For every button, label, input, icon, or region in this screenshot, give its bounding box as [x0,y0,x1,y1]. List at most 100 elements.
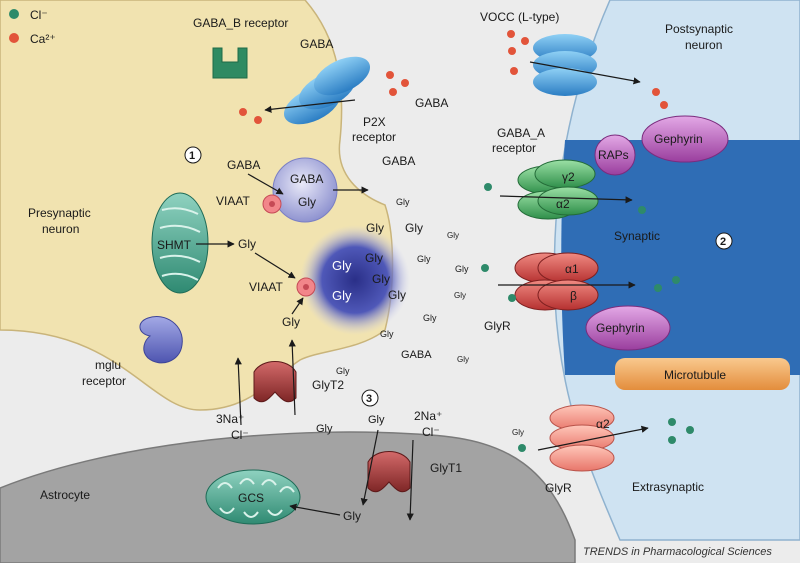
cleft-gly: Gly [447,231,459,240]
microtubule-label: Microtubule [664,368,726,382]
gaba-top-label: GABA [300,37,333,51]
vesicle-gly-label: Gly [332,258,352,273]
alpha1-label: α1 [565,262,579,276]
chloride-ion [668,436,676,444]
glyt2-label: GlyT2 [312,378,344,392]
p2x-receptor [283,56,371,125]
marker-3: 3 [361,389,379,407]
presynaptic-label: Presynaptic [28,206,91,220]
na2-label: 2Na⁺ [414,409,442,423]
gly-astro-label: Gly [343,509,361,523]
gly-glyt2-label: Gly [316,423,333,435]
calcium-ion [510,67,518,75]
glyt1-transporter [367,451,411,493]
chloride-ion [686,426,694,434]
cleft-gly: Gly [396,197,410,207]
calcium-ion [239,108,247,116]
chloride-ion [481,264,489,272]
vesicle-gly-label: Gly [298,195,316,209]
gly-to-vesicle-arrow [254,252,296,279]
cleft-gly: Gly [405,221,423,235]
mglu-label-2: receptor [82,374,126,388]
chloride-ion [672,276,680,284]
vocc-channel [533,34,597,96]
gabaa-receptor-label: GABA_A [497,126,545,140]
raps-label: RAPs [598,148,629,162]
microtubule [615,358,790,390]
svg-text:2: 2 [720,236,726,248]
gephyrin-top-label: Gephyrin [654,132,703,146]
glyt1-uptake-arrow [360,429,379,506]
glyt1-label: GlyT1 [430,461,462,475]
vesicle-gly-label: Gly [372,272,390,286]
gcs-arrow [289,503,341,516]
cl-label: Cl⁻ [231,428,249,442]
shmt-label: SHMT [157,238,192,252]
chloride-ion [654,284,662,292]
calcium-ion [652,88,660,96]
calcium-ion [401,79,409,87]
gaba-pre-label: GABA [227,158,260,172]
cleft-gly: Gly [457,355,469,364]
gly-astro-up: Gly [368,414,385,426]
gly-extra-label: Gly [512,428,524,437]
gly-shmt-label: Gly [238,237,256,251]
chloride-ion [508,294,516,302]
gaba-uptake-arrow [247,173,284,195]
glyr-label: GlyR [484,319,511,333]
presynaptic-label-2: neuron [42,222,79,236]
mitochondrion-shmt [151,192,209,294]
vocc-label: VOCC (L-type) [480,10,559,24]
cleft-gly: Gly [423,313,437,323]
calcium-ion [660,101,668,109]
gabab-receptor [212,47,248,79]
cleft-gly: Gly [455,264,469,274]
mglu-receptor [139,316,183,364]
vesicle-gaba-label: GABA [290,172,323,186]
svg-text:3: 3 [366,393,372,405]
gabaa-receptor [517,159,599,220]
mitochondrion-gcs [205,469,301,525]
chloride-ion [638,206,646,214]
cl-label-2: Cl⁻ [422,425,440,439]
alpha2-extra-label: α2 [596,417,610,431]
gamma2-label: γ2 [562,170,575,184]
calcium-ion [507,30,515,38]
marker-2: 2 [715,232,733,250]
vocc-arrow [529,61,641,85]
calcium-legend-dot [9,33,19,43]
viaat-label-2: VIAAT [249,280,283,294]
chloride-ion [518,444,526,452]
alpha2-label: α2 [556,197,570,211]
svg-text:1: 1 [189,150,195,162]
marker-1: 1 [184,146,202,164]
gabaa-receptor-label-2: receptor [492,141,536,155]
gly-pre-label: Gly [282,315,300,329]
legend-calcium: Ca²⁺ [30,32,56,46]
gephyrin-bottom-label: Gephyrin [596,321,645,335]
gaba-cleft-label: GABA [382,154,415,168]
viaat-core [269,201,275,207]
gaba-cleft-label: GABA [401,349,432,361]
viaat-label: VIAAT [216,194,250,208]
extrasynaptic-arrow [537,425,649,451]
cleft-gly: Gly [380,329,394,339]
calcium-ion [254,116,262,124]
gcs-label: GCS [238,491,264,505]
glyt2-transporter [253,361,297,403]
cleft-gly: Gly [336,366,350,376]
mglu-label: mglu [95,358,121,372]
chloride-legend-dot [9,9,19,19]
glyt2-uptake-arrow [288,339,296,416]
p2x-receptor-label: receptor [352,130,396,144]
footer-credit: TRENDS in Pharmacological Sciences [583,546,772,558]
p2x-arrow [264,99,356,113]
postsynaptic-label: Postsynaptic [665,22,733,36]
vesicle-glycine [300,225,410,335]
cleft-gly: Gly [454,291,466,300]
gephyrin-bottom [585,305,671,351]
chloride-ion [668,418,676,426]
calcium-ion [508,47,516,55]
